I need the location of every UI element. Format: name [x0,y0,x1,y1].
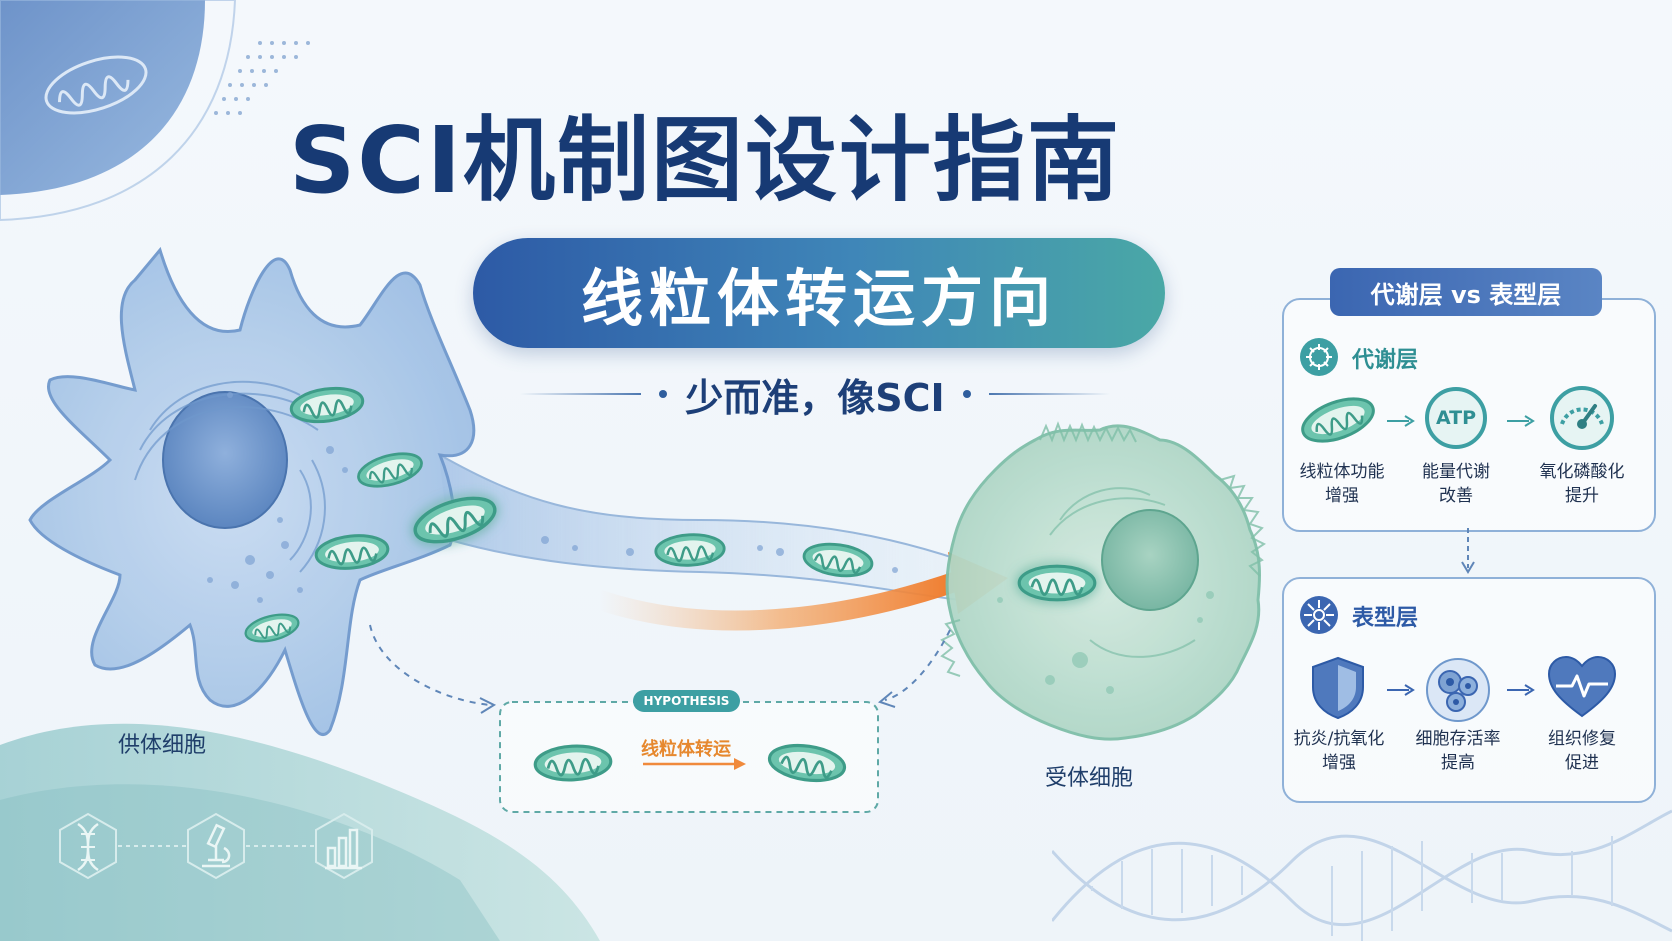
hypothesis-connector-right-head [877,691,896,708]
tagline-left-dot [659,390,668,398]
dna-icon [77,822,99,872]
mitochondrion-icon [1301,397,1375,443]
panel-header: 代谢层 vs 表型层 [1330,268,1602,316]
cells-icon [1426,658,1490,722]
bottom-hex-row [59,812,373,880]
metabolic-arrow-2 [1507,415,1535,427]
metabolic-layer-icon [1300,338,1338,376]
shield-icon [1312,656,1364,720]
corner-mitochondrion-icon [44,55,148,115]
gauge-icon [1550,386,1614,450]
transport-tube [438,453,961,602]
bar-chart-icon [325,828,362,870]
phenotype-layer-title: 表型层 [1352,606,1419,631]
tagline-right-dot [962,390,971,398]
phenotype-step-1-label: 抗炎/抗氧化增强 [1293,729,1385,773]
phenotype-arrow-2 [1507,684,1535,696]
phenotype-step-3-label: 组织修复促进 [1548,729,1616,773]
phenotype-step-2-label: 细胞存活率提高 [1415,729,1501,773]
hypothesis-connector-left [369,624,491,706]
recipient-nucleus [1101,509,1199,611]
hypothesis-badge: HYPOTHESIS [633,690,740,712]
tagline: 少而准，像SCI [685,375,945,420]
donor-cell-label: 供体细胞 [118,733,207,758]
recipient-cell [945,424,1261,741]
dot-pattern [214,41,310,115]
metabolic-step-1-label: 线粒体功能增强 [1299,462,1385,506]
heart-pulse-icon [1547,655,1617,718]
subtitle: 线粒体转运方向 [580,262,1057,335]
hypothesis-connector-right [884,629,951,701]
tagline-row: 少而准，像SCI [520,372,1110,420]
recipient-er [1049,487,1196,658]
donor-vesicles [207,392,348,603]
donor-er [134,380,326,573]
metabolic-layer-title: 代谢层 [1352,348,1419,373]
metabolic-step-2-label: 能量代谢改善 [1422,462,1490,506]
mechanism-illustration [28,246,1266,880]
subtitle-pill: 线粒体转运方向 [473,238,1165,348]
page-title: SCI机制图设计指南 [288,107,1121,214]
layer-connector [1461,528,1475,574]
donor-nucleus [162,391,288,529]
hypothesis-arrowhead [734,758,746,770]
metabolic-step-3-label: 氧化磷酸化提升 [1539,462,1625,506]
phenotype-layer-icon [1300,596,1338,634]
tube-dots [541,536,898,573]
atp-icon: ATP [1425,387,1487,449]
transport-arrow [590,570,970,631]
phenotype-arrow-1 [1387,684,1415,696]
tagline-left-rule [520,393,642,395]
recipient-mitochondrion [1017,564,1097,602]
tagline-right-rule [988,393,1110,395]
recipient-cell-label: 受体细胞 [1045,766,1134,791]
microscope-icon [202,823,231,868]
recipient-vesicles [997,591,1214,694]
atp-label: ATP [1435,407,1477,429]
hypothesis-label: 线粒体转运 [641,739,731,760]
dna-helix-decor [1052,809,1672,941]
recipient-ruffles [940,421,1266,677]
hypothesis-connector-left-head [479,697,497,714]
metabolic-arrow-1 [1387,415,1415,427]
